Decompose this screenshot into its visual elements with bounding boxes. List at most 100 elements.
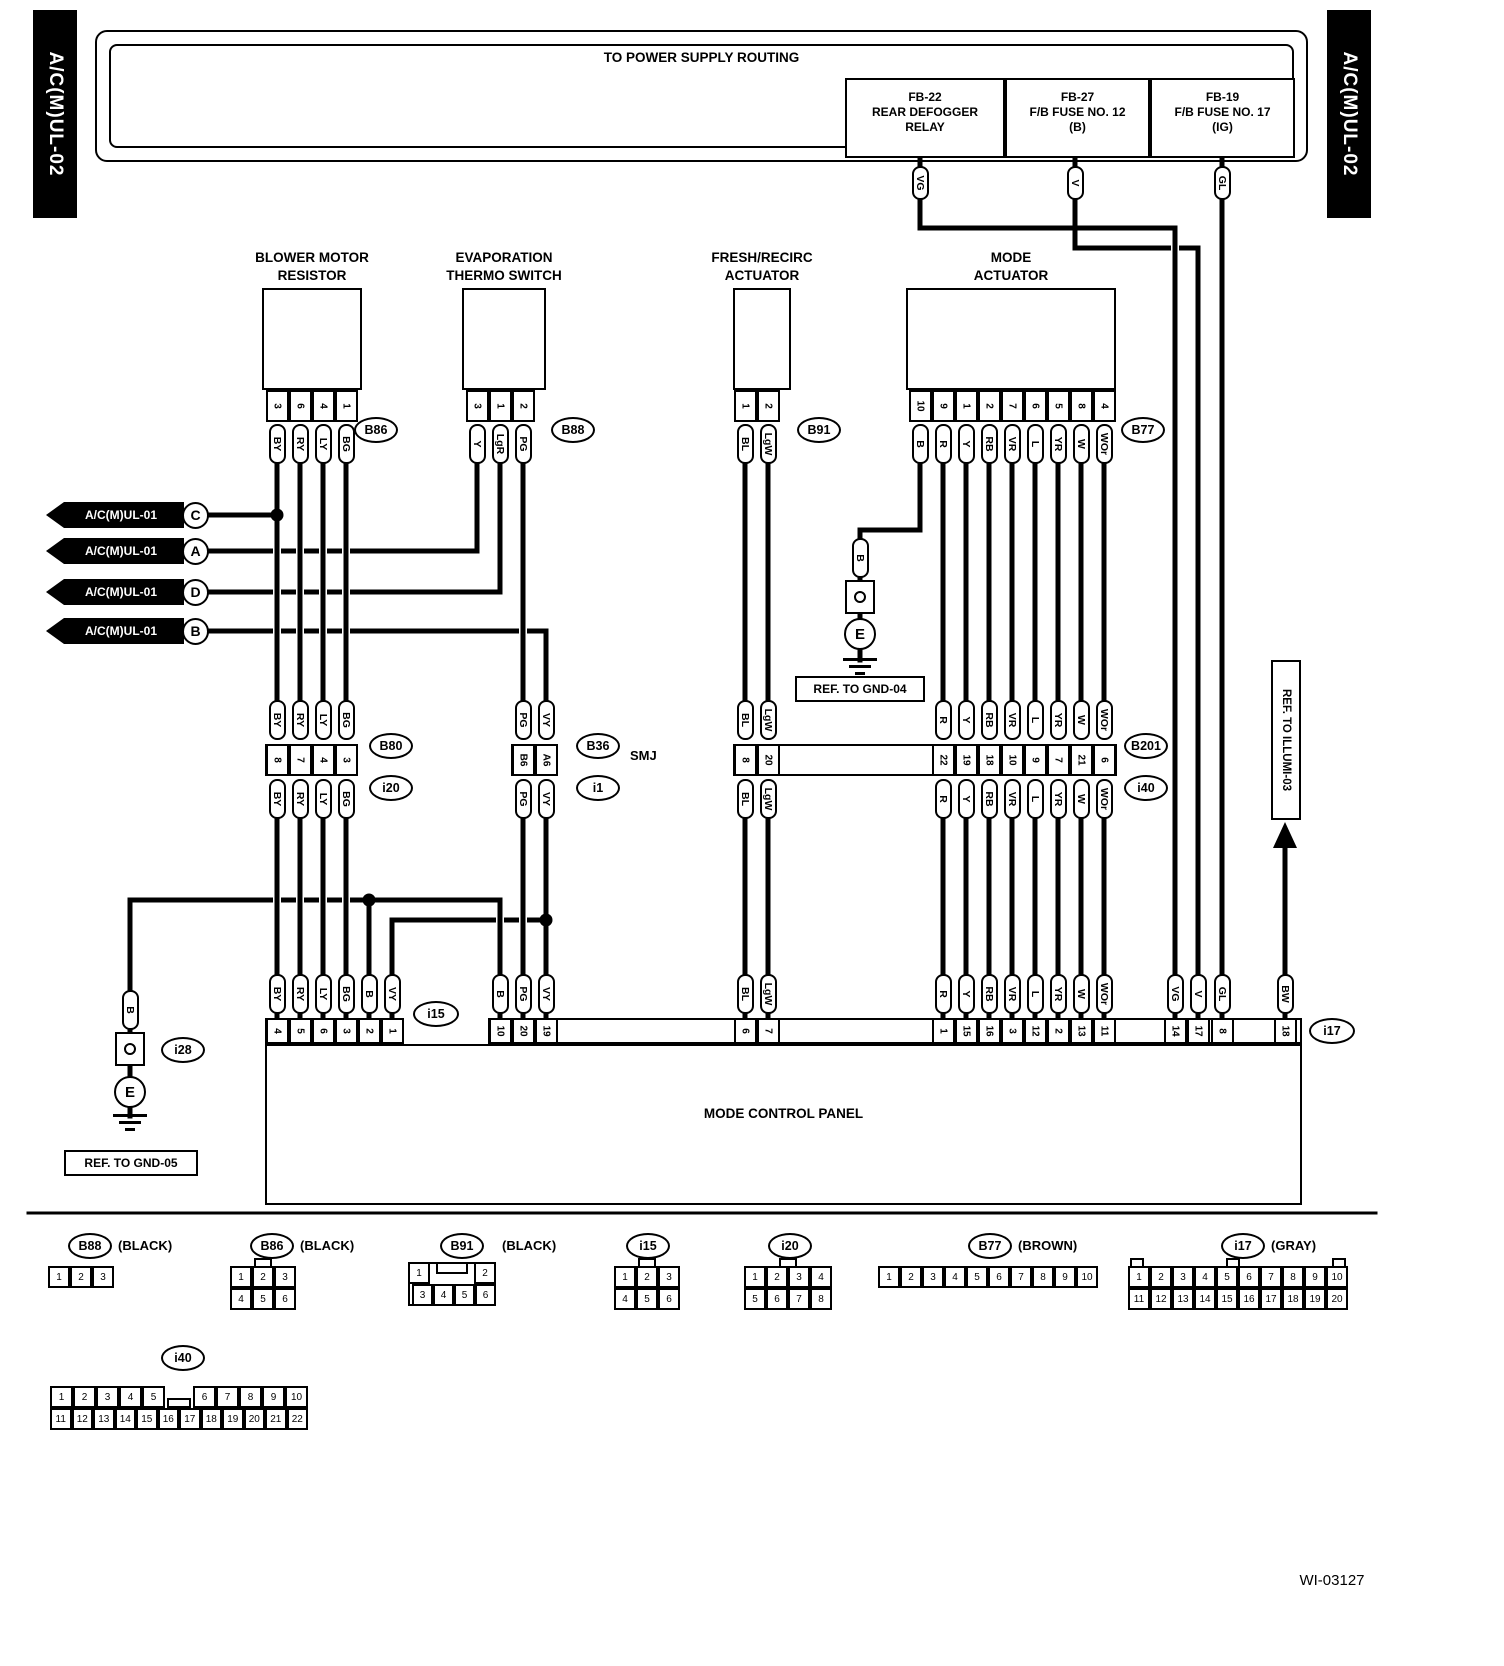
legend-pin-cell: 3 <box>1172 1266 1194 1288</box>
fuse-label-line: RELAY <box>905 120 945 134</box>
legend-pin-number: 4 <box>440 1289 447 1301</box>
legend-pin-cell: 3 <box>922 1266 944 1288</box>
rotated-label-text: L <box>1029 795 1041 803</box>
legend-pin-number: 18 <box>1287 1293 1299 1305</box>
pin-cell: 6 <box>1092 744 1116 776</box>
pin-cell: A6 <box>534 744 558 776</box>
legend-pin-cell: 1 <box>1128 1266 1150 1288</box>
rotated-label-text: 7 <box>294 757 306 763</box>
rotated-label-text: BG <box>340 436 352 452</box>
legend-pin-number: 1 <box>58 1391 65 1403</box>
legend-pin-number: 3 <box>419 1289 426 1301</box>
legend-connector-id-i17: i17 <box>1221 1233 1265 1259</box>
pin-cell: 3 <box>1000 1018 1024 1044</box>
legend-pin-cell: 6 <box>658 1288 680 1310</box>
legend-pin-cell: 19 <box>1304 1288 1326 1310</box>
legend-pin-number: 1 <box>886 1271 892 1283</box>
legend-pin-number: 5 <box>150 1391 157 1403</box>
legend-pin-cell: 18 <box>200 1408 222 1430</box>
illumi-ref-box: REF. TO ILLUMI-03 <box>1271 660 1301 820</box>
ground-symbol-line <box>849 665 871 668</box>
legend-pin-cell: 1 <box>48 1266 70 1288</box>
legend-pin-cell: 6 <box>274 1288 296 1310</box>
legend-pin-cell: 4 <box>433 1284 454 1306</box>
pin-cell: 1 <box>488 390 512 422</box>
legend-pin-cell: 4 <box>230 1288 252 1310</box>
legend-pin-number: 19 <box>1309 1293 1321 1305</box>
rotated-label-text: 2 <box>983 403 995 409</box>
legend-pin-number: 7 <box>224 1391 231 1403</box>
legend-pin-number: 21 <box>270 1413 282 1425</box>
wire-pill-b: B <box>911 424 929 464</box>
wire-pill-vr: VR <box>1003 974 1021 1014</box>
pin-cell: 20 <box>511 1018 535 1044</box>
legend-pin-number: 11 <box>1133 1293 1145 1305</box>
rotated-label-text: 1 <box>494 403 506 409</box>
ground-terminal-circle: E <box>114 1076 146 1108</box>
legend-pin-number: 5 <box>644 1293 650 1305</box>
rotated-label-text: Y <box>960 795 972 803</box>
wire-pill-lgw: LgW <box>759 974 777 1014</box>
rotated-label-text: 6 <box>317 1028 329 1034</box>
rotated-label-text: L <box>1029 990 1041 998</box>
legend-pin-number: 3 <box>1180 1271 1186 1283</box>
rotated-label-text: YR <box>1052 986 1064 1002</box>
pin-cell: 18 <box>977 744 1001 776</box>
legend-pin-cell: 3 <box>788 1266 810 1288</box>
pin-cell: 1 <box>954 390 978 422</box>
wire-pill-r: R <box>934 779 952 819</box>
legend-pin-cell: 10 <box>1076 1266 1098 1288</box>
legend-pin-cell: 6 <box>1238 1266 1260 1288</box>
arrow-up-icon <box>1273 822 1297 848</box>
pin-cell: 5 <box>288 1018 312 1044</box>
ref-circle-c: C <box>182 501 209 529</box>
wire-pill-bl: BL <box>736 779 754 819</box>
legend-connector-id-b91: B91 <box>440 1233 484 1259</box>
pin-cell: 4 <box>265 1018 289 1044</box>
rotated-label-text: 22 <box>937 754 949 766</box>
pin-cell: 10 <box>488 1018 512 1044</box>
pin-cell: 21 <box>1069 744 1093 776</box>
rotated-label-text: R <box>937 990 949 998</box>
pin-cell: 11 <box>1092 1018 1116 1044</box>
legend-pin-cell: 6 <box>193 1386 216 1408</box>
rotated-label-text: 1 <box>386 1028 398 1034</box>
pin-cell: 6 <box>1023 390 1047 422</box>
wire-pill-vy: VY <box>537 974 555 1014</box>
wire-pill-bl: BL <box>736 974 754 1014</box>
legend-pin-number: 4 <box>127 1391 134 1403</box>
rotated-label-text: R <box>937 795 949 803</box>
connector-id-i15: i15 <box>413 1001 459 1027</box>
legend-pin-cell: 1 <box>614 1266 636 1288</box>
rotated-label-text: LgR <box>494 433 506 455</box>
wire-pill-y: Y <box>957 700 975 740</box>
legend-connector-id-i20: i20 <box>768 1233 812 1259</box>
fuse-label-line: FB-22 <box>908 90 942 104</box>
legend-pin-cell: 13 <box>1172 1288 1194 1310</box>
wire-pill-ly: LY <box>314 424 332 464</box>
connector-id-b91: B91 <box>797 417 841 443</box>
pin-cell: 4 <box>311 390 335 422</box>
wire-pill-by: BY <box>268 424 286 464</box>
wire-pill-w: W <box>1072 424 1090 464</box>
page-ref-flag-label: A/C(M)UL-01 <box>85 544 157 558</box>
page-tag-left-text: A/C(M)UL-02 <box>45 51 66 177</box>
legend-pin-number: 20 <box>1331 1293 1343 1305</box>
legend-pin-number: 2 <box>81 1391 88 1403</box>
connector-id-i17: i17 <box>1309 1018 1355 1044</box>
legend-connector-color: (BLACK) <box>118 1238 173 1253</box>
ground-ref-label: REF. TO GND-05 <box>64 1150 198 1176</box>
pin-cell: 22 <box>931 744 955 776</box>
pin-cell: 2 <box>756 390 780 422</box>
rotated-label-text: GL <box>1216 175 1228 191</box>
rotated-label-text: WOr <box>1098 708 1110 732</box>
pin-cell: 8 <box>1069 390 1093 422</box>
rotated-label-text: B <box>854 554 866 562</box>
legend-pin-number: 2 <box>774 1271 780 1283</box>
fuse-label-line: F/B FUSE NO. 17 <box>1174 105 1271 119</box>
wire-pill-ry: RY <box>291 424 309 464</box>
legend-pin-cell: 7 <box>1260 1266 1282 1288</box>
junction-dot <box>270 508 284 522</box>
page-ref-flag-d: A/C(M)UL-01 <box>46 579 184 605</box>
legend-pin-cell: 5 <box>744 1288 766 1310</box>
